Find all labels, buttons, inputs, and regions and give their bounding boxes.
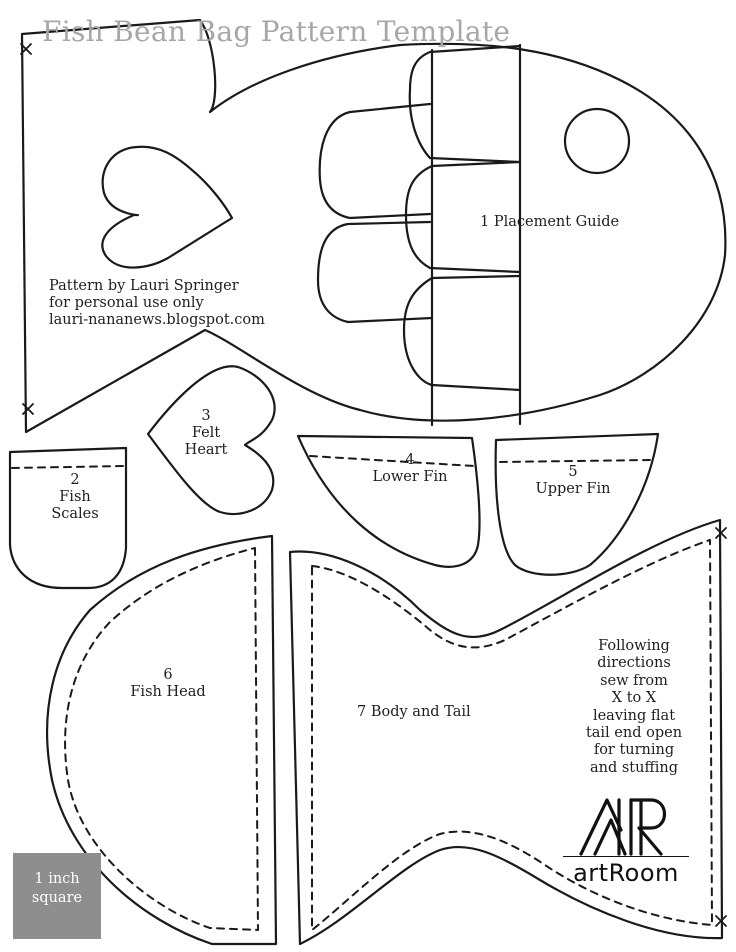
- fish-head-label: 6 Fish Head: [118, 667, 218, 701]
- scale-square-label: 1 inch square: [13, 870, 101, 908]
- piece-number: 4: [405, 452, 415, 468]
- directions-line: leaving flat: [592, 707, 676, 724]
- scale-square: 1 inch square: [13, 853, 101, 939]
- credit-link[interactable]: lauri-nananews.blogspot.com: [49, 312, 265, 328]
- fish-scales-label: 2 Fish Scales: [30, 472, 120, 523]
- piece-name: Scales: [51, 506, 99, 522]
- page-title: Fish Bean Bag Pattern Template: [42, 15, 511, 48]
- fish-scales-outline: [8, 446, 128, 590]
- placement-guide-fish-outline: [20, 18, 727, 434]
- piece-name: Fish Head: [130, 684, 206, 700]
- x-mark: [715, 527, 727, 539]
- directions-line: for turning: [593, 742, 675, 759]
- piece-number: 6: [163, 667, 173, 683]
- fish-eye-circle: [563, 107, 631, 175]
- piece-number: 2: [70, 472, 80, 488]
- piece-name: Felt: [191, 425, 221, 441]
- felt-heart-label: 3 Felt Heart: [168, 408, 244, 459]
- logo-wordmark: artRoom: [573, 859, 679, 887]
- piece-name: Upper Fin: [535, 481, 611, 497]
- lower-fin-label: 4 Lower Fin: [355, 452, 465, 486]
- x-mark: [715, 915, 727, 927]
- fish-head-seamline: [64, 547, 259, 931]
- piece-name: Fish: [59, 489, 91, 505]
- scale-line: 1 inch: [34, 871, 80, 887]
- sewing-directions: Following directions sew from X to X lea…: [548, 638, 720, 777]
- guide-scale-top: [408, 44, 522, 164]
- piece-number: 3: [201, 408, 211, 424]
- guide-scale-bottom: [402, 274, 522, 392]
- guide-scale-mid: [404, 160, 522, 274]
- ar-monogram-icon: [579, 798, 667, 856]
- directions-line: directions: [597, 655, 671, 672]
- directions-line: X to X: [611, 690, 657, 707]
- directions-line: tail end open: [585, 725, 683, 742]
- scale-line: square: [31, 890, 83, 906]
- upper-fin-label: 5 Upper Fin: [518, 464, 628, 498]
- credit-line: Pattern by Lauri Springer: [49, 278, 239, 294]
- body-tail-label: 7 Body and Tail: [357, 704, 471, 720]
- piece-name: Lower Fin: [372, 469, 448, 485]
- logo-divider: [563, 856, 689, 857]
- fish-scales-dashline: [11, 465, 125, 469]
- body-tail-outline: [288, 518, 724, 946]
- lower-fin-outline: [296, 434, 481, 568]
- placement-guide-label: 1 Placement Guide: [480, 214, 620, 230]
- felt-heart-outline: [146, 365, 276, 516]
- directions-line: sew from: [600, 672, 668, 689]
- upper-fin-dashline: [499, 459, 651, 463]
- body-tail-seamline: [311, 539, 713, 931]
- fish-head-outline: [46, 534, 278, 946]
- guide-scale-left-upper: [318, 102, 432, 220]
- guide-scale-left-lower: [316, 220, 434, 324]
- pattern-credit: Pattern by Lauri Springer for personal u…: [49, 278, 265, 329]
- x-mark: [22, 403, 34, 415]
- directions-line: and stuffing: [589, 759, 679, 776]
- piece-name: Heart: [184, 442, 228, 458]
- lower-fin-dashline: [309, 455, 475, 467]
- directions-line: Following: [598, 638, 670, 654]
- artroom-logo: artRoom: [563, 796, 693, 892]
- credit-line: for personal use only: [49, 295, 204, 311]
- piece-number: 5: [568, 464, 578, 480]
- guide-heart: [101, 145, 234, 269]
- upper-fin-outline: [494, 432, 660, 576]
- x-mark: [20, 43, 32, 55]
